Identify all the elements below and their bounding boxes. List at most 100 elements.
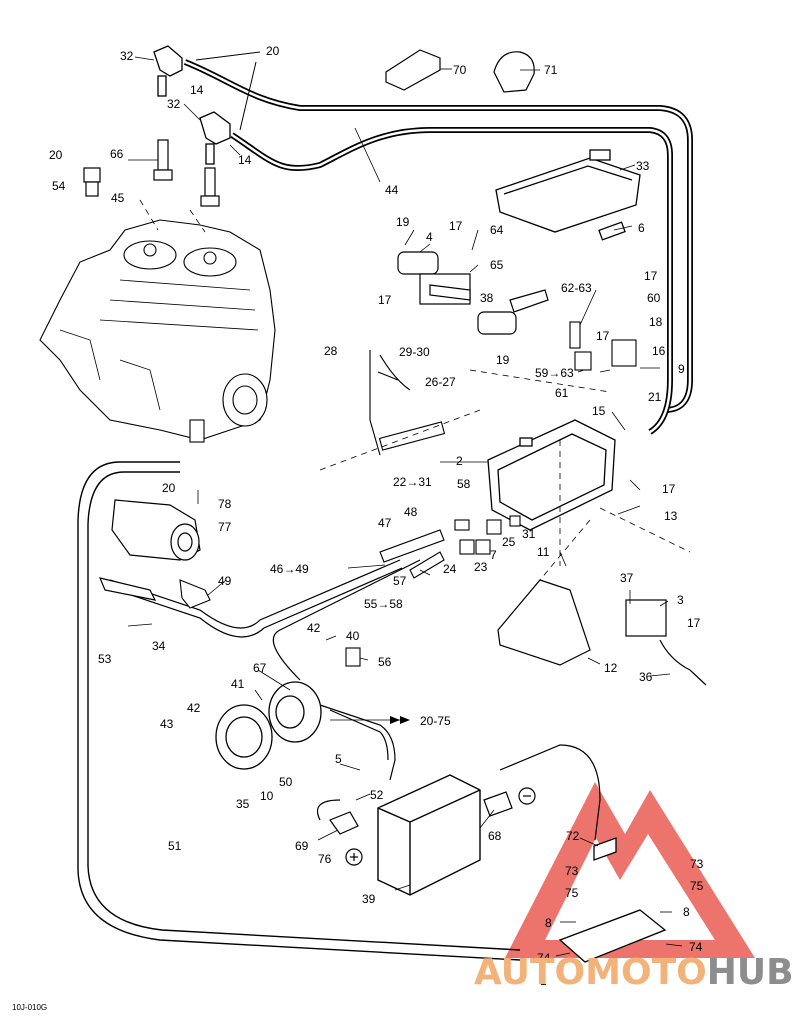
callout-label: 15	[592, 404, 606, 418]
callout-label: 37	[620, 571, 634, 585]
callout-label: 22→31	[393, 475, 432, 489]
callout-label: 17	[596, 329, 610, 343]
callout-label: 38	[480, 291, 494, 305]
callout-label: 42	[307, 621, 321, 635]
battery-cables	[272, 559, 601, 841]
callout-label: 64	[490, 223, 504, 237]
callout-label: 46→49	[270, 562, 309, 576]
temperature-sensor	[83, 167, 101, 197]
spark-plug-cap-1	[153, 45, 183, 97]
callout-label: 41	[231, 677, 245, 691]
callout-label: 21	[648, 390, 662, 404]
ignition-coil-38	[477, 289, 549, 335]
callout-label: 59→63	[535, 366, 574, 380]
callout-label: 47	[378, 516, 392, 530]
callout-label: 69	[295, 839, 309, 853]
callout-label: 33	[636, 159, 650, 173]
callout-label: 10	[260, 789, 274, 803]
callout-label: 17	[449, 219, 463, 233]
callout-label: 68	[488, 829, 502, 843]
callout-label: 32	[120, 49, 134, 63]
callout-label: 62-63	[561, 281, 592, 295]
callout-label: 1	[540, 974, 547, 988]
watermark-text: AUTOMOTOHUB	[474, 952, 794, 993]
ignition-cables	[183, 51, 693, 435]
callout-label: 39	[362, 892, 376, 906]
callout-label: 31	[522, 527, 536, 541]
callout-label: 74	[537, 951, 551, 965]
callout-label: 52	[370, 788, 384, 802]
callout-label: 66	[110, 147, 124, 161]
arrow-marks	[390, 716, 410, 724]
wiring-harness	[369, 350, 446, 456]
callout-label: 44	[385, 183, 399, 197]
mounting-plate	[497, 579, 591, 666]
callout-label: 73	[690, 857, 704, 871]
callout-label: 18	[649, 315, 663, 329]
callout-label: 23	[474, 560, 488, 574]
callout-label: 60	[647, 291, 661, 305]
callout-label: 6	[638, 221, 645, 235]
callout-label: 57	[393, 574, 407, 588]
flywheel	[268, 681, 322, 743]
leader-lines	[127, 56, 683, 957]
callout-label: 61	[555, 386, 569, 400]
starter-cable	[109, 559, 403, 638]
callout-label: 19	[396, 215, 410, 229]
box-cover	[495, 149, 641, 241]
callout-label: 11	[537, 545, 550, 559]
callout-label: 2	[456, 454, 463, 468]
callout-label: 72	[566, 829, 580, 843]
stator-plate	[215, 704, 273, 770]
solenoid-49	[179, 579, 211, 609]
battery-terminals	[329, 787, 536, 866]
engine-block	[39, 219, 276, 443]
spark-plug-cap-2	[199, 111, 231, 165]
callout-label: 58	[457, 477, 471, 491]
callout-label: 32	[167, 97, 181, 111]
callout-label: 20	[266, 44, 280, 58]
callout-label: 45	[111, 191, 125, 205]
callout-label: 56	[378, 655, 392, 669]
ground-cable	[77, 461, 521, 961]
callout-label: 53	[98, 652, 112, 666]
callout-label: 67	[253, 661, 267, 675]
callout-label: 50	[279, 775, 293, 789]
callout-label: 8	[683, 905, 690, 919]
ignition-coil-4	[397, 251, 471, 305]
callout-label: 75	[690, 879, 704, 893]
spark-plugs	[153, 139, 220, 207]
callout-label: 8	[545, 916, 552, 930]
callout-label: 24	[443, 562, 457, 576]
callout-label: 42	[187, 701, 201, 715]
callout-label: 17	[378, 293, 392, 307]
callout-label: 12	[604, 661, 618, 675]
callout-label: 49	[218, 574, 232, 588]
reference-lines	[139, 199, 691, 581]
callout-label: 78	[218, 497, 232, 511]
starter-motor	[98, 499, 201, 601]
callout-label: 40	[346, 629, 360, 643]
callout-label: 43	[160, 717, 174, 731]
callout-label: 77	[218, 520, 232, 534]
callout-label: 17	[687, 616, 701, 630]
callout-label: 20-75	[420, 714, 451, 728]
callout-label: 75	[565, 886, 579, 900]
callout-label: 71	[544, 63, 558, 77]
callout-label: 16	[652, 344, 666, 358]
callout-label: 9	[678, 362, 685, 376]
callout-label: 70	[453, 63, 467, 77]
callout-label: 14	[190, 83, 204, 97]
watermark-text-part1: AUTOMOTO	[474, 952, 707, 993]
electrical-box	[487, 419, 616, 531]
callout-label: 5	[335, 752, 342, 766]
callout-label: 14	[238, 153, 252, 167]
clip-71	[493, 51, 535, 93]
drawing-code: 10J-010G	[12, 1003, 48, 1012]
callout-label: 29-30	[399, 345, 430, 359]
callout-label: 19	[496, 353, 510, 367]
callout-label: 76	[318, 852, 332, 866]
callout-label: 34	[152, 639, 166, 653]
watermark-logo	[505, 782, 755, 958]
